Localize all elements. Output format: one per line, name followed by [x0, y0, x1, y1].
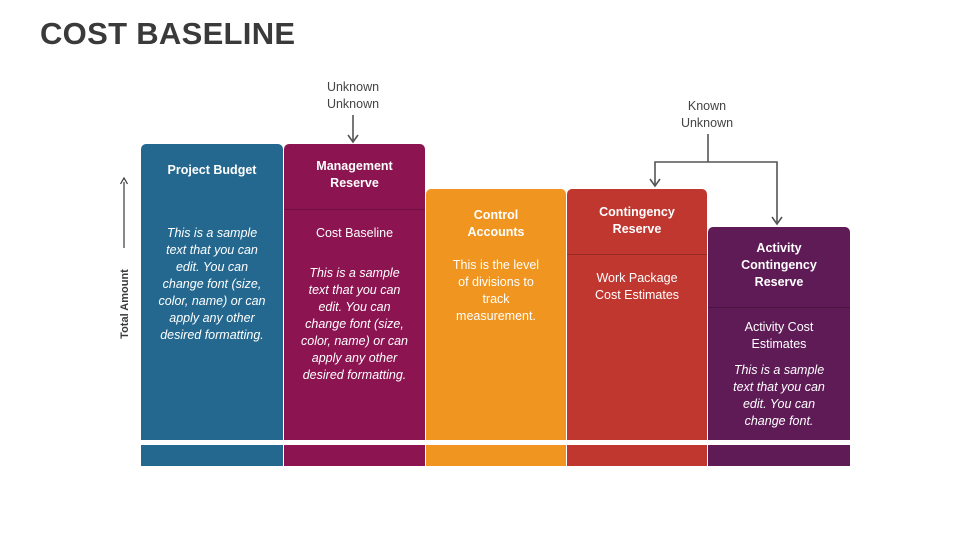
- heading-line: Accounts: [467, 225, 525, 239]
- unknown-unknown-line-1: Unknown: [326, 80, 380, 94]
- body-line: change font (size,: [305, 317, 404, 331]
- known-unknown-label: Known Unknown: [657, 98, 757, 132]
- subheading-line: Activity Cost: [744, 320, 814, 334]
- body-line: apply any other: [169, 311, 255, 325]
- heading-line: Management: [316, 159, 393, 173]
- body-line: edit. You can: [318, 300, 391, 314]
- column-project-budget: Project Budget This is a sample text tha…: [141, 144, 283, 466]
- body-line: track: [482, 292, 510, 306]
- heading-line: Control: [473, 208, 519, 222]
- body-line: desired formatting.: [302, 368, 407, 382]
- y-axis-arrow: [119, 176, 129, 248]
- known-unknown-line-1: Known: [687, 99, 727, 113]
- column-activity-contingency-reserve: Activity Contingency Reserve Activity Co…: [708, 227, 850, 466]
- activity-contingency-heading: Activity Contingency Reserve: [716, 240, 842, 291]
- contingency-reserve-heading: Contingency Reserve: [575, 204, 699, 238]
- body-line: of divisions to: [458, 275, 534, 289]
- heading-line: Contingency: [599, 205, 675, 219]
- body-line: change font (size,: [162, 277, 262, 291]
- heading-line: Reserve: [330, 176, 379, 190]
- management-reserve-heading: Management Reserve: [292, 158, 417, 192]
- body-line: This is a sample: [309, 266, 400, 280]
- body-line: text that you can: [733, 380, 825, 394]
- body-line: change font.: [744, 414, 814, 428]
- unknown-unknown-line-2: Unknown: [326, 97, 380, 111]
- body-line: text that you can: [308, 283, 401, 297]
- body-line: apply any other: [311, 351, 398, 365]
- column-contingency-reserve: Contingency Reserve Work Package Cost Es…: [567, 189, 707, 466]
- control-accounts-heading: Control Accounts: [434, 207, 558, 241]
- body-line: color, name) or can: [158, 294, 266, 308]
- activity-contingency-body: This is a sample text that you can edit.…: [716, 362, 842, 430]
- heading-line: Reserve: [612, 222, 662, 236]
- project-budget-heading: Project Budget: [167, 163, 257, 177]
- section-divider: [284, 209, 425, 210]
- unknown-unknown-arrow: [347, 115, 359, 144]
- body-line: text that you can: [166, 243, 258, 257]
- body-line: color, name) or can: [301, 334, 408, 348]
- body-line: edit. You can: [742, 397, 816, 411]
- cost-baseline-subheading: Cost Baseline: [315, 226, 394, 240]
- body-line: measurement.: [456, 309, 536, 323]
- body-line: desired formatting.: [160, 328, 264, 342]
- page-title: COST BASELINE: [40, 16, 296, 51]
- baseline-line: [140, 440, 852, 445]
- known-unknown-line-2: Unknown: [680, 116, 734, 130]
- y-axis-label: Total Amount: [119, 269, 131, 339]
- heading-line: Reserve: [754, 275, 804, 289]
- subheading-line: Work Package: [596, 271, 678, 285]
- known-unknown-connector: [649, 134, 783, 226]
- control-accounts-body: This is the level of divisions to track …: [434, 257, 558, 325]
- column-management-reserve: Management Reserve Cost Baseline This is…: [284, 144, 425, 466]
- body-line: This is a sample: [733, 363, 825, 377]
- column-control-accounts: Control Accounts This is the level of di…: [426, 189, 566, 466]
- body-line: This is the level: [452, 258, 540, 272]
- subheading-line: Estimates: [751, 337, 807, 351]
- management-reserve-body: This is a sample text that you can edit.…: [290, 265, 419, 384]
- unknown-unknown-label: Unknown Unknown: [303, 79, 403, 113]
- heading-line: Contingency: [741, 258, 817, 272]
- project-budget-body: This is a sample text that you can edit.…: [147, 225, 277, 344]
- heading-line: Activity: [756, 241, 802, 255]
- body-line: edit. You can: [175, 260, 249, 274]
- section-divider: [567, 254, 707, 255]
- body-line: This is a sample: [166, 226, 258, 240]
- section-divider: [708, 307, 850, 308]
- activity-cost-subheading: Activity Cost Estimates: [716, 319, 842, 353]
- subheading-line: Cost Estimates: [594, 288, 680, 302]
- work-package-subheading: Work Package Cost Estimates: [575, 270, 699, 304]
